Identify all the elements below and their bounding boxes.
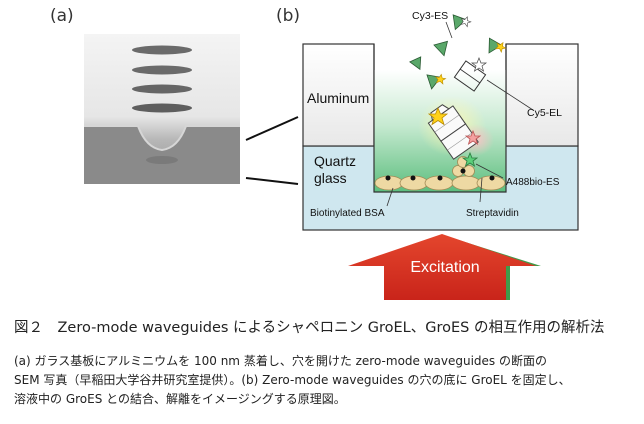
figure-caption-title: 図２ Zero-mode waveguides によるシャペロニン GroEL、… bbox=[14, 320, 605, 336]
caption-line-3: 溶液中の GroES との結合、解離をイメージングする原理図。 bbox=[14, 392, 346, 406]
free-groes-particles bbox=[409, 14, 507, 90]
label-cy5-el: Cy5-EL bbox=[527, 107, 562, 119]
callout-line-bottom bbox=[245, 177, 299, 185]
label-excitation: Excitation bbox=[410, 259, 479, 276]
panel-b-label: (b) bbox=[276, 6, 301, 26]
zmw-schematic: Aluminum Quartz glass Cy3-ES Cy5-EL A488… bbox=[302, 10, 579, 300]
callout-line-top bbox=[245, 116, 299, 141]
panel-a-label: (a) bbox=[50, 6, 74, 26]
label-streptavidin: Streptavidin bbox=[466, 208, 519, 219]
label-quartz: Quartz bbox=[314, 153, 356, 169]
label-aluminum: Aluminum bbox=[307, 90, 369, 106]
sem-image bbox=[84, 34, 240, 184]
figure-illustration: Aluminum Quartz glass Cy3-ES Cy5-EL A488… bbox=[84, 10, 579, 300]
figure-caption-body: (a) ガラス基板にアルミニウムを 100 nm 蒸着し、穴を開けた zero-… bbox=[14, 352, 629, 409]
cy5-star-icon bbox=[464, 129, 482, 145]
label-cy3-es: Cy3-ES bbox=[412, 10, 448, 22]
label-biotinylated-bsa: Biotinylated BSA bbox=[310, 208, 385, 219]
cy3-star-icon bbox=[427, 106, 449, 126]
label-glass: glass bbox=[314, 170, 347, 186]
caption-line-2: SEM 写真（早稲田大学谷井研究室提供）。(b) Zero-mode waveg… bbox=[14, 373, 571, 387]
label-a488bio-es: A488bio-ES bbox=[506, 177, 560, 188]
excitation-arrow: Excitation bbox=[348, 234, 541, 300]
a488-star-icon bbox=[461, 151, 479, 167]
caption-line-1: (a) ガラス基板にアルミニウムを 100 nm 蒸着し、穴を開けた zero-… bbox=[14, 354, 547, 368]
